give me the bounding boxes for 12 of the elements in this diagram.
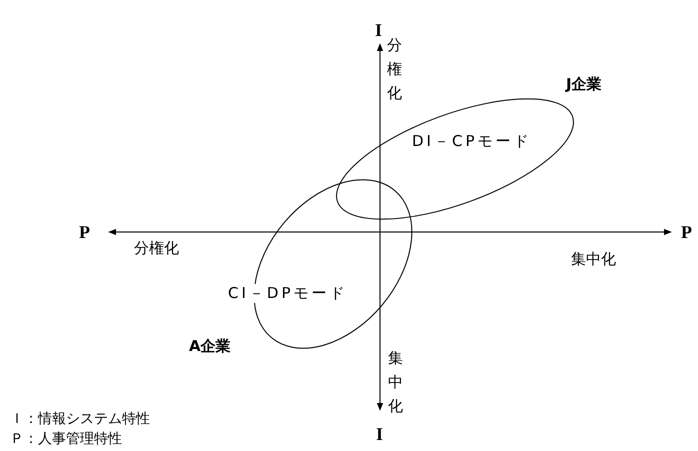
axis-end-label: 分権化 (134, 240, 179, 256)
axis-end-label: 集中化 (388, 348, 404, 417)
axis-end-label: 集中化 (571, 251, 616, 267)
axis-letter: P (681, 222, 692, 242)
company-label: A企業 (189, 338, 231, 354)
axis-letter: I (375, 20, 382, 40)
axis-letter: P (79, 222, 90, 242)
axis-letter: I (376, 424, 384, 444)
legend-note: Ｐ：人事管理特性 (10, 431, 122, 447)
company-label: J企業 (566, 76, 602, 92)
axis-end-label: 分権化 (387, 35, 403, 104)
legend-note: Ｉ：情報システム特性 (10, 411, 150, 427)
